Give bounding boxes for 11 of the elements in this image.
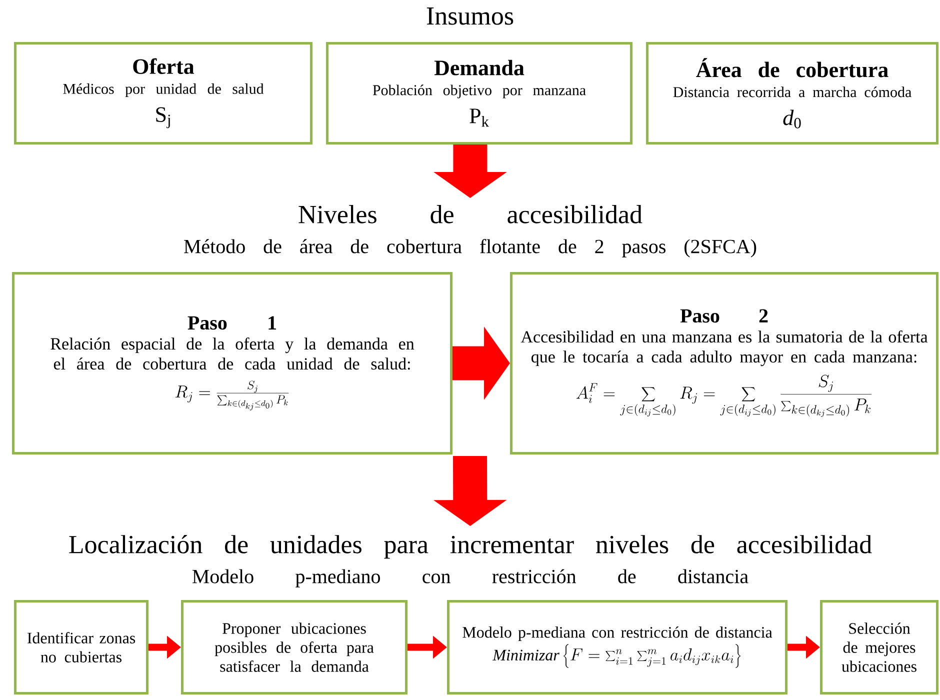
input-box: Demanda Población objetivo por manzana P$_{k}$ xyxy=(326,42,632,144)
input-box: Área de cobertura Distancia recorrida a marcha cómoda d$_{0}$ xyxy=(646,42,938,144)
input-box: Oferta Médicos por unidad de salud S$_{j}$ xyxy=(14,42,312,144)
process-box: Proponer ubicaciones posibles de oferta para satisfacer la demanda xyxy=(181,600,408,694)
step-box: Paso 2 Accesibilidad en una manzana es la sumatoria de la oferta que le tocaría a cada adulto mayor en cada manzana: $A_i^F = \sum_{j\in(d_{ij}\le d_0)} R_j = \sum_{j\in(d_{ij}\le d_0)} \frac{S_j}{\sum_{k\in(d_{kj}\le d_0)} P_k}$ xyxy=(510,272,938,454)
process-box: Selección de mejores ubicaciones xyxy=(820,600,938,694)
process-box: Modelo p-mediana con restricción de distancia $\mathit{Minimizar}\left\{F = \sum_{i=1}^{n}\sum_{j=1}^{m} a_i d_{ij} x_{ik} a_i\right\}$ xyxy=(447,600,788,694)
step-box: Paso 1 Relación espacial de la oferta y la demanda en el área de cobertura de cada unidad de salud: $R_j = \frac{S_j}{\sum_{k\in(d_{kj}\le d_0)} P_k}$ xyxy=(12,272,452,454)
process-box: Identificar zonas no cubiertas xyxy=(14,600,148,694)
section-heading: Niveles de accesibilidad Método de área de cobertura flotante de 2 pasos (2SFCA) xyxy=(184,205,756,258)
section-heading: Localización de unidades para incrementar niveles de accesibilidad Modelo p-mediano con restricción de distancia xyxy=(69,535,872,588)
